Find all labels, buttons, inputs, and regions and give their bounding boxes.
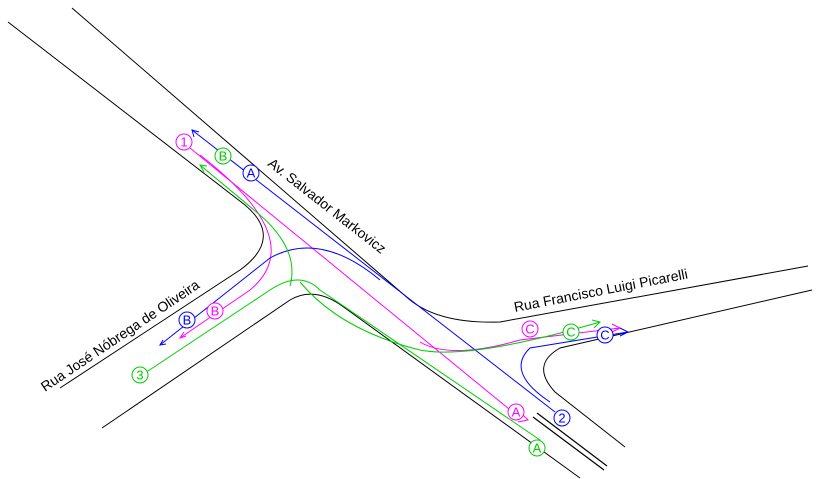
marker-a-magenta: A bbox=[507, 403, 525, 421]
marker-1: 1 bbox=[175, 133, 193, 151]
route-3-to-east bbox=[299, 281, 601, 353]
route-2-to-west bbox=[159, 247, 381, 346]
west-street-lower-edge bbox=[101, 293, 581, 479]
marker-c-blue-label: C bbox=[600, 328, 609, 343]
route-1-to-east bbox=[419, 327, 621, 352]
marker-3-label: 3 bbox=[136, 368, 143, 383]
marker-c-green: C bbox=[562, 323, 580, 341]
marker-a-green-label: A bbox=[533, 441, 542, 456]
marker-c-magenta-label: C bbox=[525, 322, 534, 337]
marker-b-magenta: B bbox=[206, 302, 224, 320]
marker-b-magenta-label: B bbox=[211, 304, 220, 319]
route-3-arrow-e bbox=[591, 319, 601, 329]
route-2-arrow-sw bbox=[159, 339, 167, 346]
marker-a-magenta-label: A bbox=[512, 405, 521, 420]
route-3-paths bbox=[144, 164, 601, 441]
east-street-label: Rua Francisco Luigi Picarelli bbox=[513, 266, 689, 315]
marker-c-blue: C bbox=[596, 326, 614, 344]
marker-b-blue-label: B bbox=[183, 313, 192, 328]
route-2-paths bbox=[159, 129, 630, 413]
marker-2-label: 2 bbox=[558, 411, 565, 426]
route-3-to-north bbox=[199, 164, 293, 287]
curb-line-1 bbox=[532, 416, 605, 471]
route-1-to-west bbox=[179, 154, 272, 339]
marker-a-blue: A bbox=[242, 164, 260, 182]
marker-1-label: 1 bbox=[180, 135, 187, 150]
route-1-main bbox=[189, 147, 521, 419]
curb-line-2 bbox=[536, 412, 608, 467]
marker-a-blue-label: A bbox=[247, 166, 256, 181]
route-3-main bbox=[144, 279, 541, 441]
marker-b-green: B bbox=[214, 147, 232, 165]
avenue-label: Av. Salvador Markovicz bbox=[265, 155, 389, 257]
road-edges bbox=[7, 7, 813, 479]
marker-a-green: A bbox=[528, 439, 546, 457]
route-2-to-east bbox=[520, 331, 629, 403]
route-2-arrow-n bbox=[191, 129, 200, 138]
marker-b-green-label: B bbox=[219, 149, 228, 164]
route-1-arrow-sw bbox=[178, 331, 187, 339]
avenue-edge-sw-upper bbox=[7, 21, 264, 389]
route-2-arrow-e bbox=[619, 327, 630, 337]
marker-c-magenta: C bbox=[521, 320, 539, 338]
east-street-lower-edge bbox=[543, 289, 813, 448]
marker-3: 3 bbox=[131, 366, 149, 384]
avenue-edge-ne bbox=[71, 7, 809, 323]
marker-c-green-label: C bbox=[566, 325, 575, 340]
route-1-paths bbox=[178, 147, 622, 423]
route-3-arrow-n bbox=[199, 164, 208, 173]
marker-2: 2 bbox=[553, 409, 571, 427]
marker-b-blue: B bbox=[178, 311, 196, 329]
